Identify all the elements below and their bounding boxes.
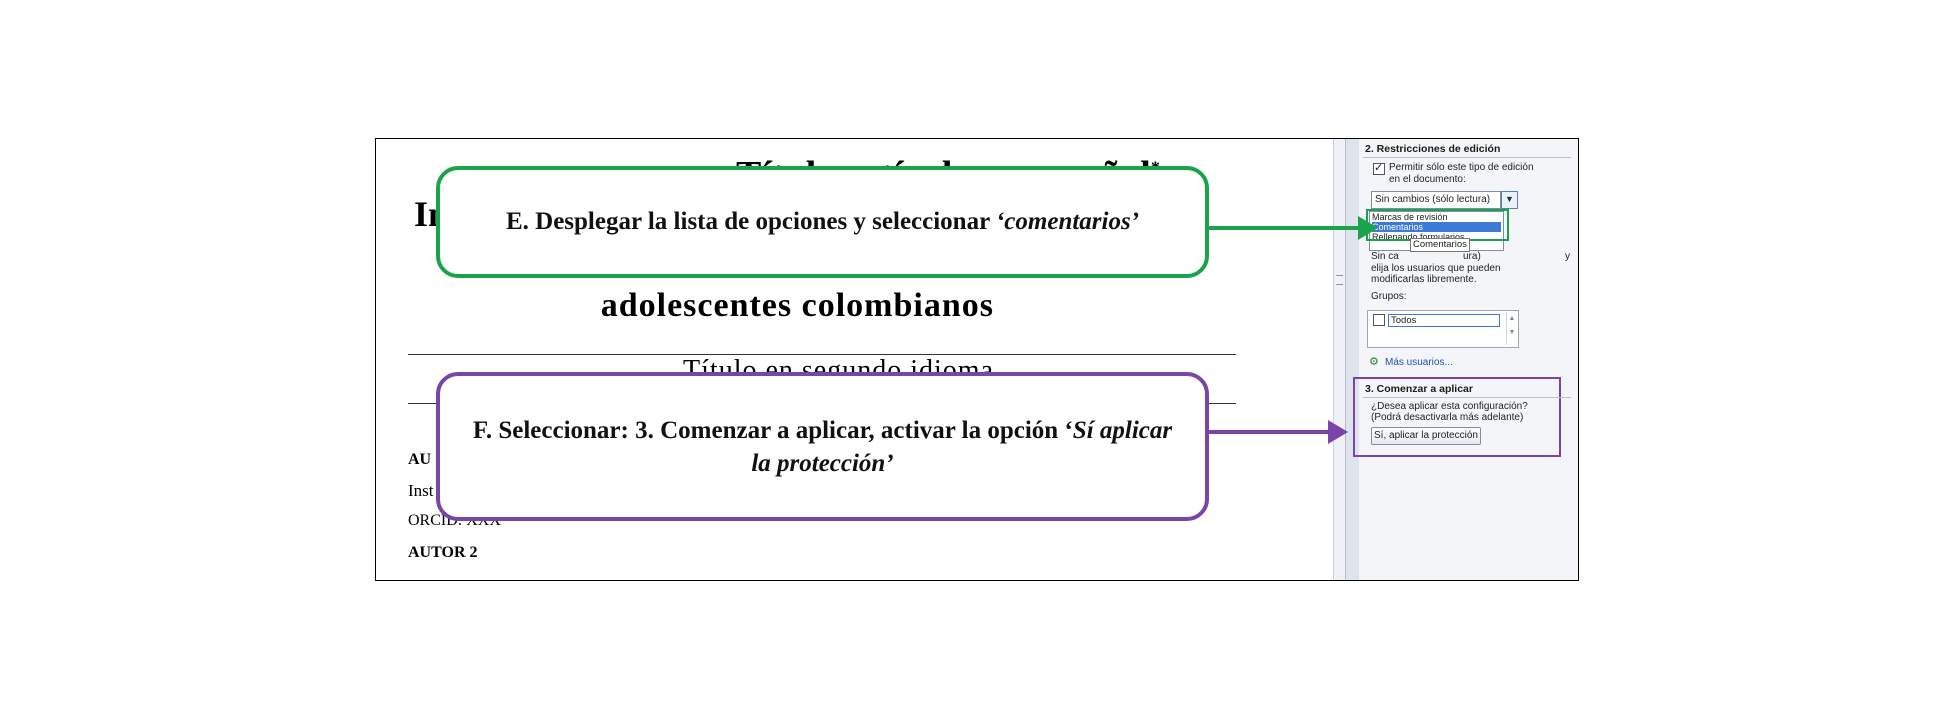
groups-label: Grupos: bbox=[1371, 291, 1407, 302]
splitter-grip-icon bbox=[1336, 275, 1343, 285]
section2-separator bbox=[1363, 157, 1571, 158]
purple-highlight-box bbox=[1353, 377, 1561, 457]
callout-e-text: E. Desplegar la lista de opciones y sele… bbox=[505, 208, 996, 235]
question-line1: ¿Desea aplicar esta configuración? bbox=[1371, 401, 1528, 412]
dropdown-option-selected[interactable]: Comentarios bbox=[1372, 222, 1501, 232]
users-text-line2: modificarlas libremente. bbox=[1371, 274, 1477, 285]
callout-f-text: F. Seleccionar: 3. Comenzar a aplicar, a… bbox=[472, 416, 1073, 444]
apply-protection-button[interactable]: Sí, aplicar la protección bbox=[1371, 427, 1481, 445]
callout-step-e: E. Desplegar la lista de opciones y sele… bbox=[436, 166, 1209, 278]
green-highlight-box bbox=[1366, 209, 1509, 241]
callout-step-f: F. Seleccionar: 3. Comenzar a aplicar, a… bbox=[436, 372, 1209, 521]
pane-splitter[interactable] bbox=[1333, 139, 1346, 580]
chevron-down-icon[interactable]: ▼ bbox=[1501, 191, 1518, 209]
allow-label-line2: en el documento: bbox=[1389, 174, 1466, 185]
allow-label-line1: Permitir sólo este tipo de edición bbox=[1389, 162, 1534, 173]
author2-heading: AUTOR 2 bbox=[408, 544, 478, 561]
select-value: Sin cambios (sólo lectura) bbox=[1375, 194, 1491, 205]
group-checkbox[interactable] bbox=[1373, 314, 1385, 326]
behind-text-right: y bbox=[1565, 251, 1570, 262]
author1-heading: AU bbox=[408, 451, 432, 468]
groups-list: Todos ▲▼ bbox=[1367, 310, 1519, 348]
checkbox-checked-icon[interactable] bbox=[1373, 161, 1385, 175]
option-tooltip: Comentarios bbox=[1410, 238, 1470, 252]
more-users-link[interactable]: Más usuarios... bbox=[1385, 357, 1453, 368]
behind-text-fragment-end: ura) bbox=[1463, 251, 1481, 262]
editing-type-select[interactable]: Sin cambios (sólo lectura) ▼ bbox=[1371, 191, 1518, 209]
section2-title: 2. Restricciones de edición bbox=[1365, 143, 1501, 155]
restrict-editing-pane: 2. Restricciones de edición Permitir sól… bbox=[1353, 139, 1578, 580]
users-icon: ⚙ bbox=[1369, 355, 1379, 368]
author1-institution: Inst bbox=[408, 481, 434, 500]
question-line2: (Podrá desactivarla más adelante) bbox=[1371, 412, 1524, 423]
callout-e-italic: ‘comentarios’ bbox=[995, 208, 1140, 235]
section3-separator bbox=[1363, 397, 1571, 398]
title-line3: adolescentes colombianos bbox=[600, 287, 994, 324]
callout-f-italic: Sí aplicar la protección’ bbox=[751, 416, 1173, 477]
groups-scrollbar[interactable]: ▲▼ bbox=[1506, 312, 1517, 345]
group-item[interactable]: Todos bbox=[1388, 314, 1500, 327]
users-text-line1: elija los usuarios que pueden bbox=[1371, 263, 1501, 274]
dropdown-option[interactable]: Rellenando formularios bbox=[1372, 232, 1465, 242]
dropdown-option[interactable]: Marcas de revisión bbox=[1372, 212, 1448, 222]
behind-text-fragment: Sin ca bbox=[1371, 251, 1399, 262]
title-divider-top bbox=[408, 354, 1236, 355]
section3-title: 3. Comenzar a aplicar bbox=[1365, 383, 1473, 395]
